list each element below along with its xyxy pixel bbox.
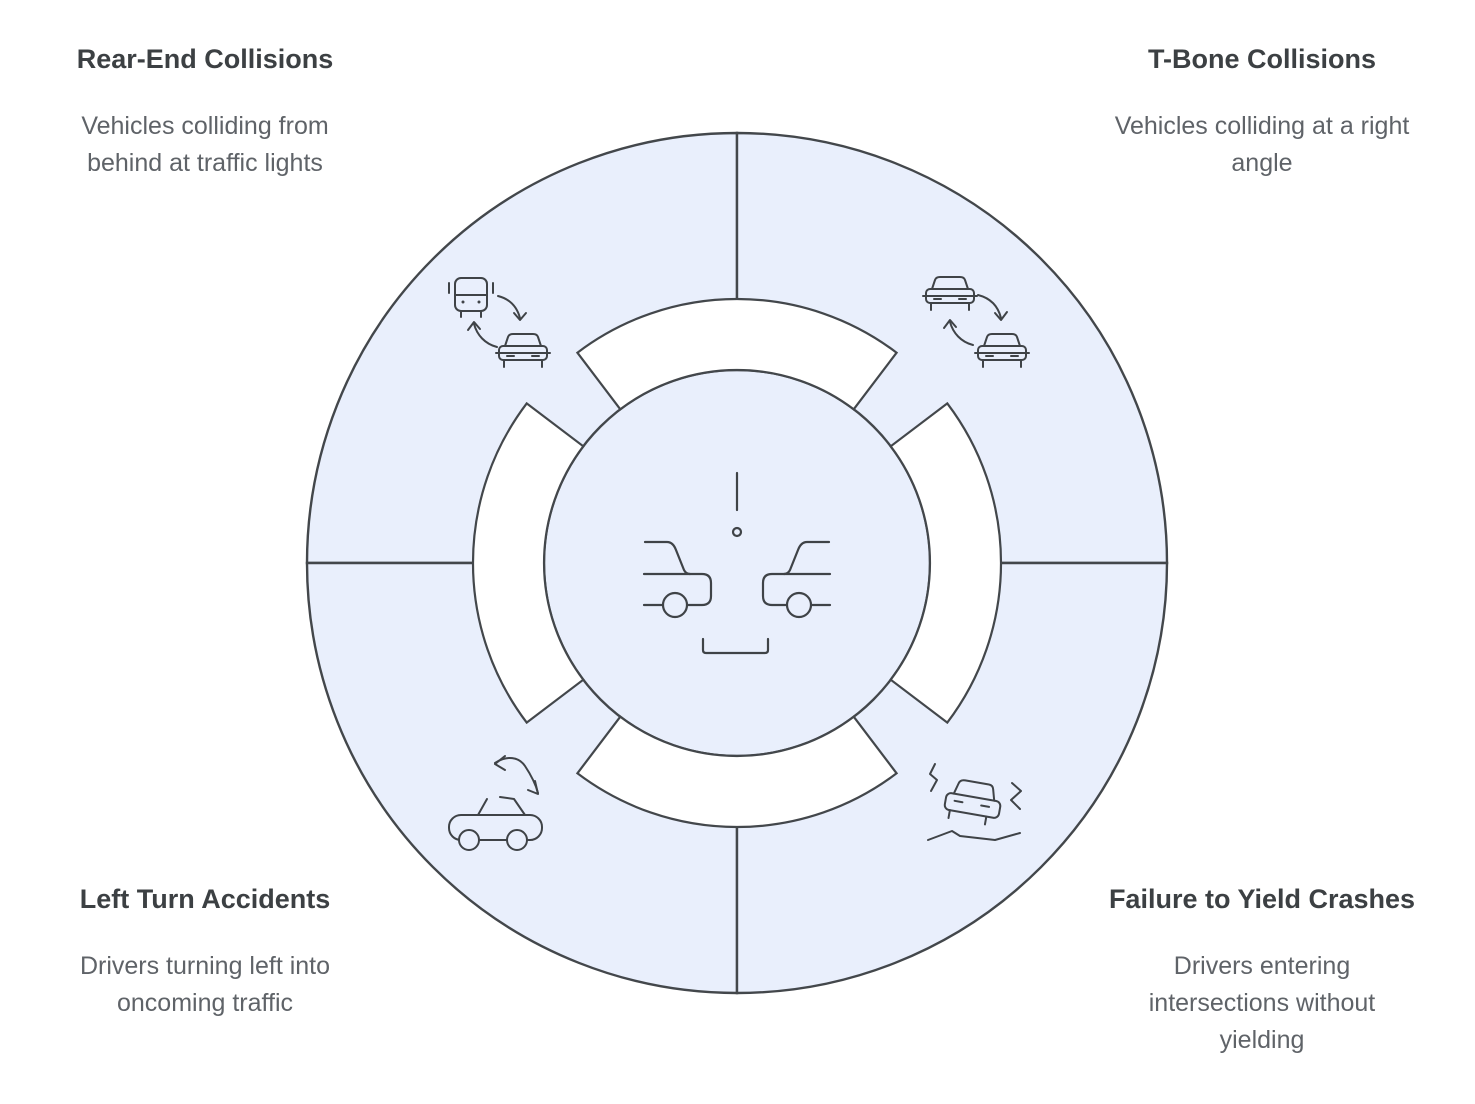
car-skid-impact-icon [927,763,1022,841]
quadrant-label-failure-to-yield: Failure to Yield Crashes Drivers enterin… [1092,884,1432,1059]
ring-segments [471,297,1003,829]
ring-segment-right [889,401,1003,725]
impact-zigzag-right [1010,782,1022,810]
two-cars-intersection-icon [642,471,832,655]
car-side [448,796,543,851]
quadrant-description: Vehicles colliding from behind at traffi… [81,112,329,177]
center-circle [542,368,932,758]
swap-arrows [467,295,527,348]
quadrant-label-left-turn: Left Turn Accidents Drivers turning left… [35,884,375,1022]
tilted-car-front [943,779,1002,826]
ring-segment-left [471,401,585,725]
bus-front [448,277,494,318]
turn-arrow [494,755,539,795]
ring-segment-top [575,297,899,411]
quadrant-description: Vehicles colliding at a right angle [1114,112,1410,177]
quadrant-label-rear-end: Rear-End Collisions Vehicles colliding f… [35,44,375,182]
signal-dot [731,526,743,538]
car-left [642,540,713,619]
car-turn-arrow-icon [448,755,543,851]
bus-car-swap-icon [448,277,551,368]
car-right [761,540,832,619]
road-bracket [701,637,770,655]
swap-arrows [943,294,1008,346]
quadrant-title: Left Turn Accidents [79,884,331,914]
two-cars-swap-icon [922,276,1030,368]
quadrant-title: Failure to Yield Crashes [1108,884,1416,914]
impact-zigzag-left [929,763,938,792]
quadrant-label-t-bone: T-Bone Collisions Vehicles colliding at … [1092,44,1432,182]
quadrant-description: Drivers turning left into oncoming traff… [79,952,331,1017]
ring-segment-bottom [575,715,899,829]
quadrant-title: T-Bone Collisions [1147,44,1376,74]
road-zigzag [927,830,1021,841]
quadrant-description: Drivers entering intersections without y… [1148,952,1376,1054]
quadrant-title: Rear-End Collisions [76,44,334,74]
